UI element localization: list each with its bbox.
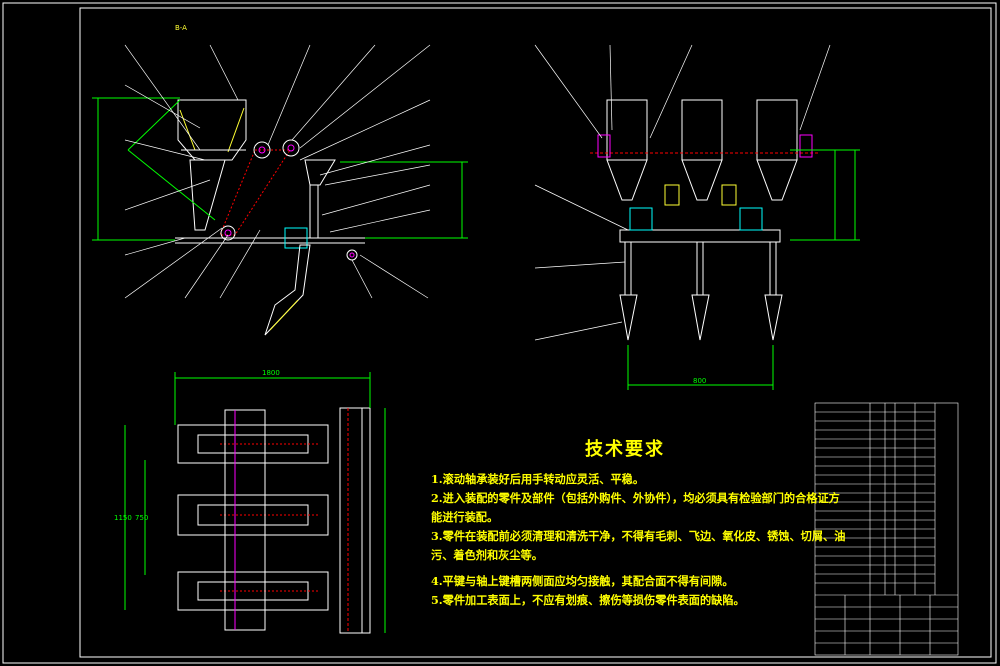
- top-unit-3: [177, 571, 329, 611]
- side-view-label: B-A: [175, 24, 187, 32]
- requirement-line-5: 5.零件加工表面上，不应有划痕、擦伤等损伤零件表面的缺陷。: [431, 593, 745, 607]
- seed-chute: [189, 159, 226, 231]
- requirement-line-3: 3.零件在装配前必须清理和清洗干净，不得有毛刺、飞边、氧化皮、锈蚀、切屑、油: [431, 529, 846, 543]
- lower-sprocket: [220, 225, 236, 241]
- top-view: 1800 1150 750: [114, 369, 386, 634]
- requirement-line-2-cont: 能进行装配。: [431, 510, 499, 524]
- inner-frame: [79, 7, 992, 658]
- top-unit-2: [177, 494, 329, 536]
- front-hopper-2: [681, 99, 723, 201]
- top-view-frame-bar: [339, 407, 371, 634]
- parts-list-and-title-block: [814, 402, 959, 656]
- parts-list-rows: [815, 411, 958, 596]
- top-view-inner-dimension: 750: [135, 514, 148, 522]
- front-opener-3: [764, 294, 783, 341]
- technical-requirements-title: 技术要求: [585, 439, 665, 460]
- front-bottom-dimension: 800: [693, 377, 706, 385]
- seed-hopper: [177, 99, 247, 161]
- front-hopper-3: [756, 99, 798, 201]
- upper-sprocket: [253, 141, 271, 159]
- front-opener-2: [691, 294, 710, 341]
- front-crossbar: [619, 229, 781, 243]
- side-view: B-A: [92, 24, 468, 336]
- front-opener-1: [619, 294, 638, 341]
- requirement-line-1: 1.滚动轴承装好后用手转动应灵活、平稳。: [431, 472, 645, 486]
- furrow-opener: [264, 244, 311, 336]
- top-view-left-dimension: 1150: [114, 514, 132, 522]
- requirement-line-2: 2.进入装配的零件及部件（包括外购件、外协件），均必须具有检验部门的合格证方: [431, 491, 840, 505]
- front-view: 800: [534, 44, 860, 390]
- requirement-line-4: 4.平键与轴上键槽两侧面应均匀接触，其配合面不得有间隙。: [431, 574, 734, 588]
- title-block-grid: [815, 595, 958, 655]
- top-view-top-dimension: 1800: [262, 369, 280, 377]
- top-unit-1: [177, 424, 329, 464]
- requirement-line-3-cont: 污、着色剂和灰尘等。: [431, 548, 543, 562]
- side-frame-arm: [304, 159, 336, 186]
- seed-belt: [219, 149, 291, 236]
- front-hopper-1: [606, 99, 648, 201]
